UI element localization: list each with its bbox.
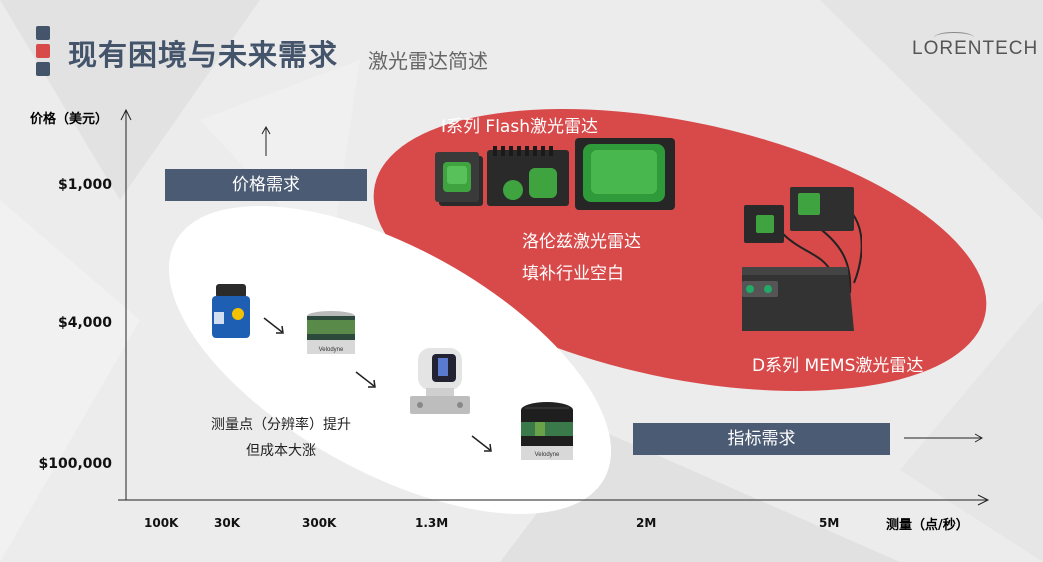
- company-logo: LORENTECH: [912, 32, 1039, 60]
- fill-gap-label: 填补行业空白: [522, 264, 624, 284]
- x-tick-300k: 300K: [302, 516, 337, 530]
- device-brand-text-1: Velodyne: [319, 347, 344, 353]
- x-axis-label: 测量（点/秒）: [886, 518, 969, 533]
- bullet-middle: [36, 44, 50, 58]
- x-tick-30k: 30K: [214, 516, 240, 530]
- bullet-top: [36, 26, 50, 40]
- x-axis-arrow: [977, 494, 990, 506]
- y-axis-arrow: [120, 108, 132, 121]
- logo-text: LORENTECH: [912, 38, 1039, 59]
- logo-arc: [934, 32, 974, 43]
- resolution-up-label: 测量点（分辨率）提升: [211, 417, 351, 433]
- flash-lidar-label: I系列 Flash激光雷达: [441, 117, 598, 137]
- flash-lidar-devices-image: [435, 138, 675, 210]
- device-brand-text-2: Velodyne: [535, 452, 560, 458]
- lidar-device-2m-image: Velodyne: [521, 402, 573, 460]
- x-tick-1-3m: 1.3M: [415, 516, 449, 530]
- lidar-device-30k-image: [212, 284, 250, 338]
- lorentz-lidar-label: 洛伦兹激光雷达: [522, 232, 641, 252]
- y-tick-4000: $4,000: [57, 315, 112, 331]
- y-tick-1000: $1,000: [57, 177, 112, 193]
- progression-arrows: [263, 317, 492, 452]
- page-subtitle: 激光雷达简述: [368, 49, 488, 73]
- lidar-device-1-3m-image: [410, 348, 470, 414]
- y-axis-label: 价格（美元）: [30, 112, 109, 127]
- x-tick-2m: 2M: [636, 516, 657, 530]
- lidar-device-300k-image: Velodyne: [307, 311, 355, 354]
- x-tick-100k: 100K: [144, 516, 179, 530]
- x-tick-5m: 5M: [819, 516, 840, 530]
- cost-up-label: 但成本大涨: [246, 443, 316, 459]
- mems-lidar-devices-image: [742, 187, 862, 331]
- title-bullets: [36, 26, 50, 80]
- mems-lidar-label: D系列 MEMS激光雷达: [752, 356, 924, 376]
- y-tick-100000: $100,000: [38, 456, 112, 472]
- spec-demand-box: 指标需求: [633, 423, 890, 455]
- white-zone-ellipse: [168, 206, 612, 514]
- price-demand-box: 价格需求: [165, 169, 367, 201]
- page-title: 现有困境与未来需求: [68, 38, 339, 72]
- bullet-bottom: [36, 62, 50, 76]
